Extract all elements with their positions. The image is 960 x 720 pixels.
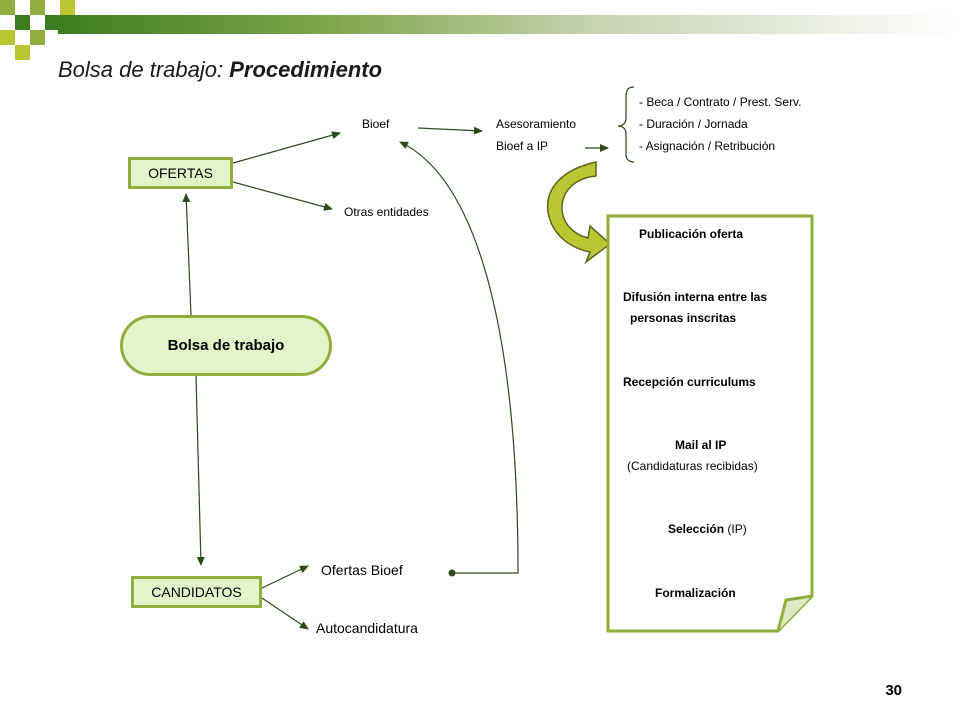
- ofertas-label: OFERTAS: [148, 165, 213, 181]
- asesoramiento-label: Asesoramiento: [496, 117, 577, 131]
- arrow-bioef-asesoramiento: [417, 126, 483, 135]
- header-square: [30, 0, 45, 15]
- page-number: 30: [885, 682, 902, 699]
- ofertas-box: OFERTAS: [128, 157, 233, 189]
- step-seleccion-sub: (IP): [724, 522, 747, 536]
- header-square: [15, 45, 30, 60]
- bolsa-de-trabajo-node: Bolsa de trabajo: [120, 315, 332, 376]
- arrow-ofertas-otras: [232, 181, 333, 211]
- header-square: [30, 30, 45, 45]
- arrow-bolsa-candidatos: [195, 375, 205, 566]
- step-seleccion: Selección (IP): [668, 522, 747, 536]
- procedure-document: [606, 214, 814, 633]
- header-square: [45, 15, 60, 30]
- step-difusion-line1: Difusión interna entre las: [623, 290, 768, 304]
- otras-entidades-label: Otras entidades: [344, 205, 429, 219]
- step-mail: Mail al IP: [675, 438, 727, 452]
- bioef-label: Bioef: [362, 117, 390, 131]
- feedback-dot: [448, 569, 456, 577]
- ofertas-bioef-label: Ofertas Bioef: [321, 562, 403, 578]
- header-square: [0, 0, 15, 15]
- step-mail-sub: (Candidaturas recibidas): [627, 459, 758, 473]
- title-emphasis: Procedimiento: [229, 57, 383, 82]
- page-title: Bolsa de trabajo: Procedimiento: [58, 57, 382, 83]
- arrow-ofertas-bioef: [232, 131, 341, 164]
- document-fold: [776, 594, 813, 632]
- condition-item: - Duración / Jornada: [639, 117, 748, 131]
- autocandidatura-label: Autocandidatura: [316, 620, 418, 636]
- step-recepcion: Recepción curriculums: [623, 375, 756, 389]
- header-square: [0, 30, 15, 45]
- arrow-candidatos-ofertas: [261, 565, 309, 589]
- candidatos-label: CANDIDATOS: [151, 584, 242, 600]
- bolsa-label: Bolsa de trabajo: [167, 337, 285, 354]
- bioef-a-ip-label: Bioef a IP: [496, 139, 549, 153]
- step-difusion-line2: personas inscritas: [630, 311, 737, 325]
- curl-arrow: [546, 161, 612, 265]
- condition-item: - Asignación / Retribución: [639, 139, 776, 153]
- step-formalizacion: Formalización: [655, 586, 736, 600]
- arrow-bolsa-ofertas: [182, 193, 192, 316]
- header-bar: [58, 15, 960, 34]
- header-square: [60, 0, 75, 15]
- candidatos-box: CANDIDATOS: [131, 576, 262, 608]
- step-publicacion: Publicación oferta: [639, 227, 744, 241]
- arrow-candidatos-auto: [261, 597, 309, 630]
- conditions-brace: [617, 86, 635, 163]
- step-seleccion-label: Selección: [668, 522, 725, 536]
- title-prefix: Bolsa de trabajo:: [58, 57, 230, 82]
- header-square: [15, 15, 30, 30]
- condition-item: - Beca / Contrato / Prest. Serv.: [639, 95, 802, 109]
- arrow-curve-feedback: [399, 141, 519, 574]
